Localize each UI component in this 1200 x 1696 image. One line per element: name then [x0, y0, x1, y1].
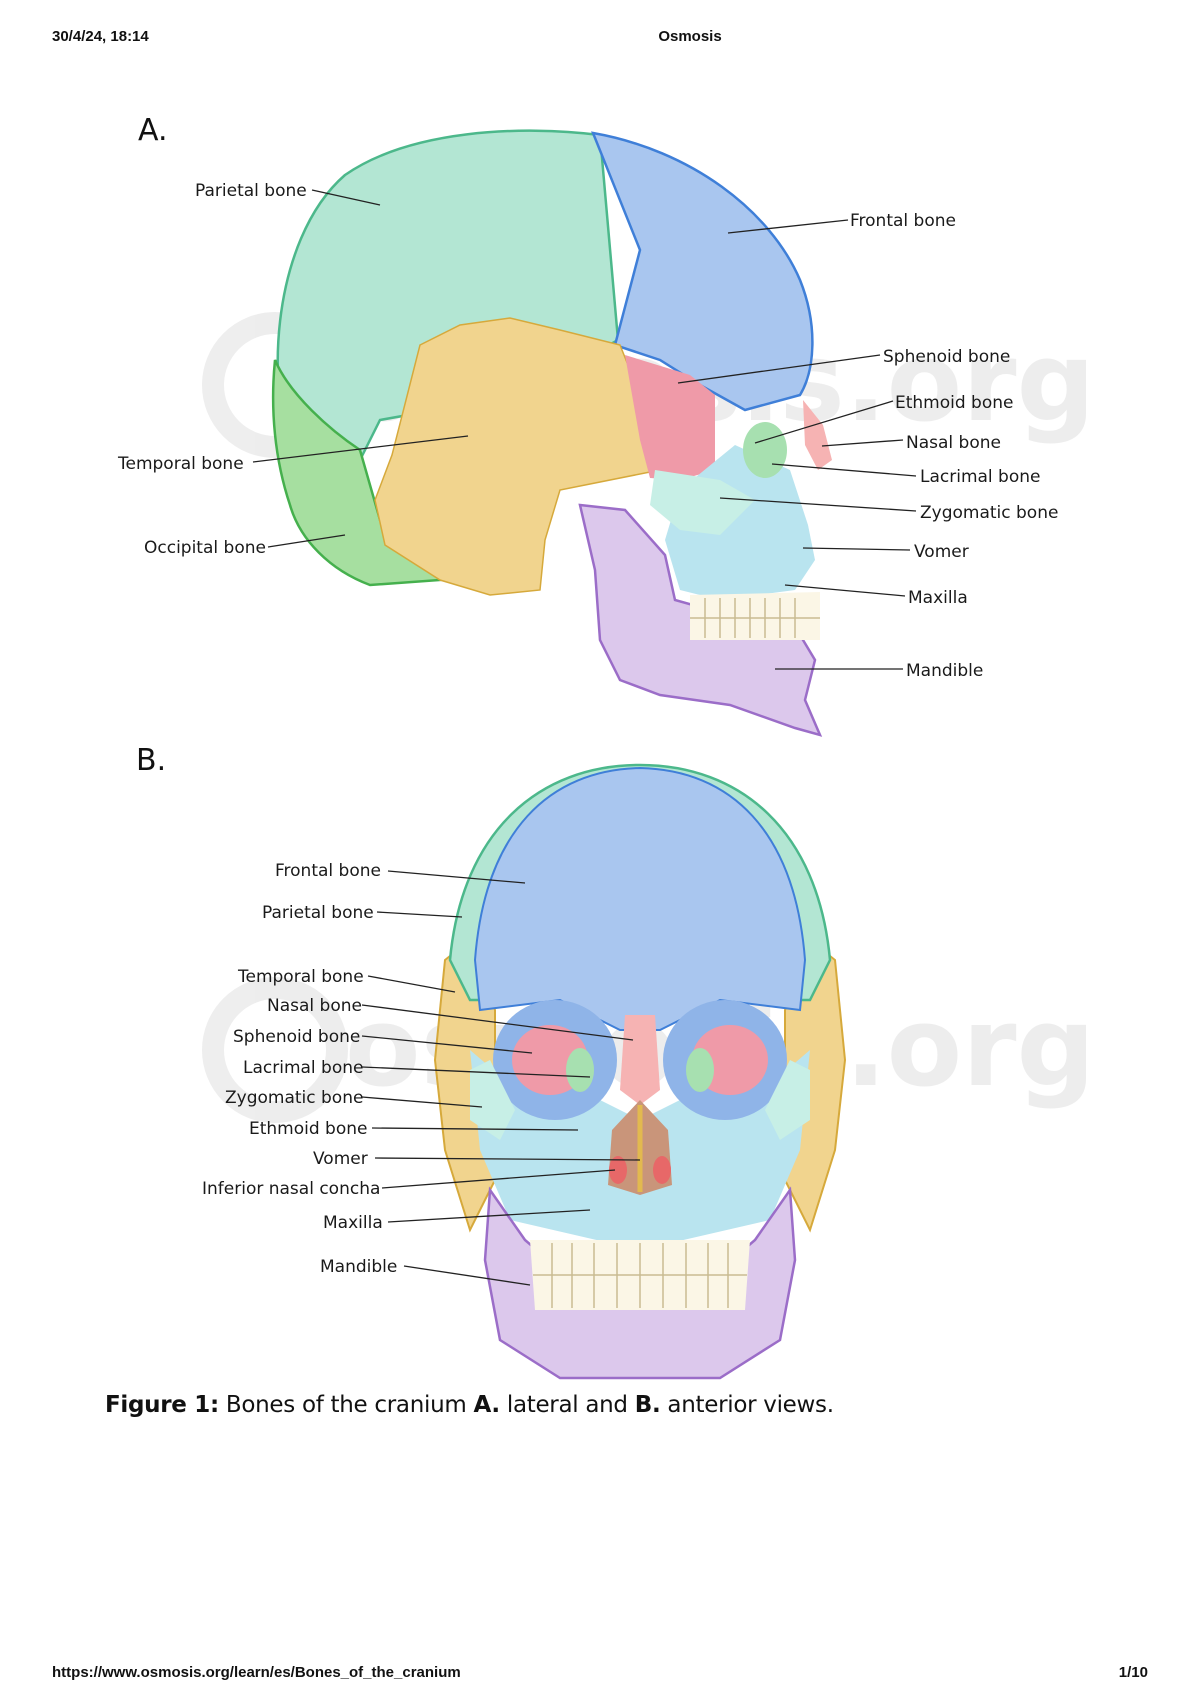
anterior-zygomatic-right — [765, 1060, 810, 1140]
lateral-teeth — [690, 592, 820, 640]
anterior-inferior-concha — [609, 1156, 627, 1184]
label-b-maxilla: Maxilla — [323, 1213, 383, 1233]
anterior-zygomatic-left — [470, 1060, 515, 1140]
label-b-lacrimal: Lacrimal bone — [243, 1058, 363, 1078]
lateral-frontal-bone — [591, 131, 814, 412]
panel-a-label: A. — [138, 113, 168, 148]
label-a-vomer: Vomer — [914, 542, 969, 562]
anterior-ethmoid-right — [686, 1048, 714, 1092]
lateral-ethmoid-bone — [743, 422, 787, 478]
lateral-labels: Parietal bone Frontal bone Sphenoid bone… — [117, 181, 1058, 681]
anterior-skull — [433, 763, 847, 1380]
caption-text-3: anterior views. — [660, 1392, 834, 1418]
anterior-inferior-concha-right — [653, 1156, 671, 1184]
figure-caption: Figure 1: Bones of the cranium A. latera… — [105, 1392, 834, 1418]
print-datetime: 30/4/24, 18:14 — [52, 28, 149, 45]
label-a-mandible: Mandible — [906, 661, 983, 681]
label-b-sphenoid: Sphenoid bone — [233, 1027, 360, 1047]
label-a-frontal: Frontal bone — [850, 211, 956, 231]
anterior-leader-lines — [361, 870, 641, 1286]
lateral-skull — [271, 129, 832, 737]
anterior-labels: Frontal bone Parietal bone Temporal bone… — [202, 861, 397, 1277]
label-a-zygomatic: Zygomatic bone — [920, 503, 1058, 523]
label-b-parietal: Parietal bone — [262, 903, 374, 923]
lateral-sphenoid-bone — [625, 355, 715, 480]
lateral-zygomatic-bone — [650, 470, 755, 535]
label-a-ethmoid: Ethmoid bone — [895, 393, 1014, 413]
label-b-ethmoid: Ethmoid bone — [249, 1119, 368, 1139]
caption-b: B. — [634, 1392, 661, 1418]
anterior-ethmoid-left — [566, 1048, 594, 1092]
anterior-nasal-bone — [620, 1015, 660, 1105]
print-page-number: 1/10 — [1118, 1664, 1148, 1681]
lateral-temporal-bone — [374, 317, 661, 596]
label-a-maxilla: Maxilla — [908, 588, 968, 608]
label-b-temporal: Temporal bone — [237, 967, 364, 987]
label-a-sphenoid: Sphenoid bone — [883, 347, 1010, 367]
caption-text-2: lateral and — [499, 1392, 635, 1418]
caption-prefix: Figure 1: — [105, 1392, 219, 1418]
label-b-nasal: Nasal bone — [267, 996, 362, 1016]
lateral-occipital-bone — [271, 359, 443, 587]
label-a-lacrimal: Lacrimal bone — [920, 467, 1040, 487]
label-a-nasal: Nasal bone — [906, 433, 1001, 453]
lateral-nasal-bone — [803, 400, 832, 470]
label-b-zygomatic: Zygomatic bone — [225, 1088, 363, 1108]
label-b-vomer: Vomer — [313, 1149, 368, 1169]
print-url: https://www.osmosis.org/learn/es/Bones_o… — [52, 1664, 461, 1681]
label-b-frontal: Frontal bone — [275, 861, 381, 881]
lateral-leader-lines — [252, 189, 917, 670]
caption-text-1: Bones of the cranium — [218, 1392, 474, 1418]
caption-a: A. — [473, 1392, 500, 1418]
print-page-title: Osmosis — [658, 28, 722, 45]
label-b-inferior-concha: Inferior nasal concha — [202, 1179, 380, 1199]
label-a-parietal: Parietal bone — [195, 181, 307, 201]
label-a-occipital: Occipital bone — [144, 538, 266, 558]
panel-b-label: B. — [136, 743, 167, 778]
label-b-mandible: Mandible — [320, 1257, 397, 1277]
label-a-temporal: Temporal bone — [117, 454, 244, 474]
